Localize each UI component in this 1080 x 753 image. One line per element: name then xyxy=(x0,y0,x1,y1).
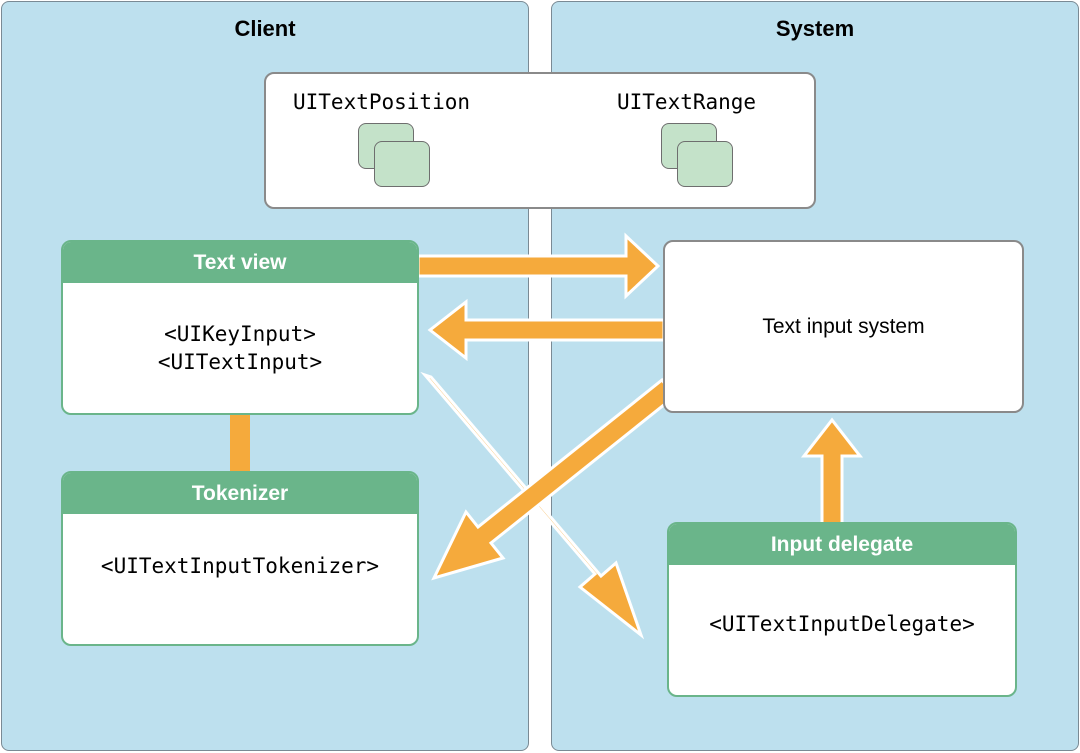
input-delegate-title: Input delegate xyxy=(669,524,1015,565)
text-view-title: Text view xyxy=(63,242,417,283)
tokenizer-title: Tokenizer xyxy=(63,473,417,514)
ui-text-input-tokenizer-protocol: <UITextInputTokenizer> xyxy=(100,554,380,578)
input-delegate-card: Input delegate <UITextInputDelegate> xyxy=(667,522,1017,697)
text-view-card: Text view <UIKeyInput> <UITextInput> xyxy=(61,240,419,415)
text-input-system-box: Text input system xyxy=(663,240,1024,413)
client-panel-title: Client xyxy=(234,16,296,41)
tokenizer-card: Tokenizer <UITextInputTokenizer> xyxy=(61,471,419,646)
ui-text-position-label: UITextPosition xyxy=(293,90,471,114)
tokenizer-protocols: <UITextInputTokenizer> xyxy=(63,514,417,644)
text-input-system-label: Text input system xyxy=(762,314,925,338)
ui-text-range-label: UITextRange xyxy=(617,90,757,114)
stacked-squares-icon xyxy=(358,123,438,193)
ui-text-input-delegate-protocol: <UITextInputDelegate> xyxy=(709,612,975,636)
stacked-squares-icon xyxy=(661,123,741,193)
system-panel-title: System xyxy=(775,16,855,41)
ui-text-input-protocol: <UITextInput> xyxy=(157,350,323,374)
text-view-protocols: <UIKeyInput> <UITextInput> xyxy=(63,283,417,413)
ui-key-input-protocol: <UIKeyInput> xyxy=(164,322,316,346)
input-delegate-protocols: <UITextInputDelegate> xyxy=(669,565,1015,695)
text-types-box: UITextPosition UITextRange xyxy=(264,72,816,209)
